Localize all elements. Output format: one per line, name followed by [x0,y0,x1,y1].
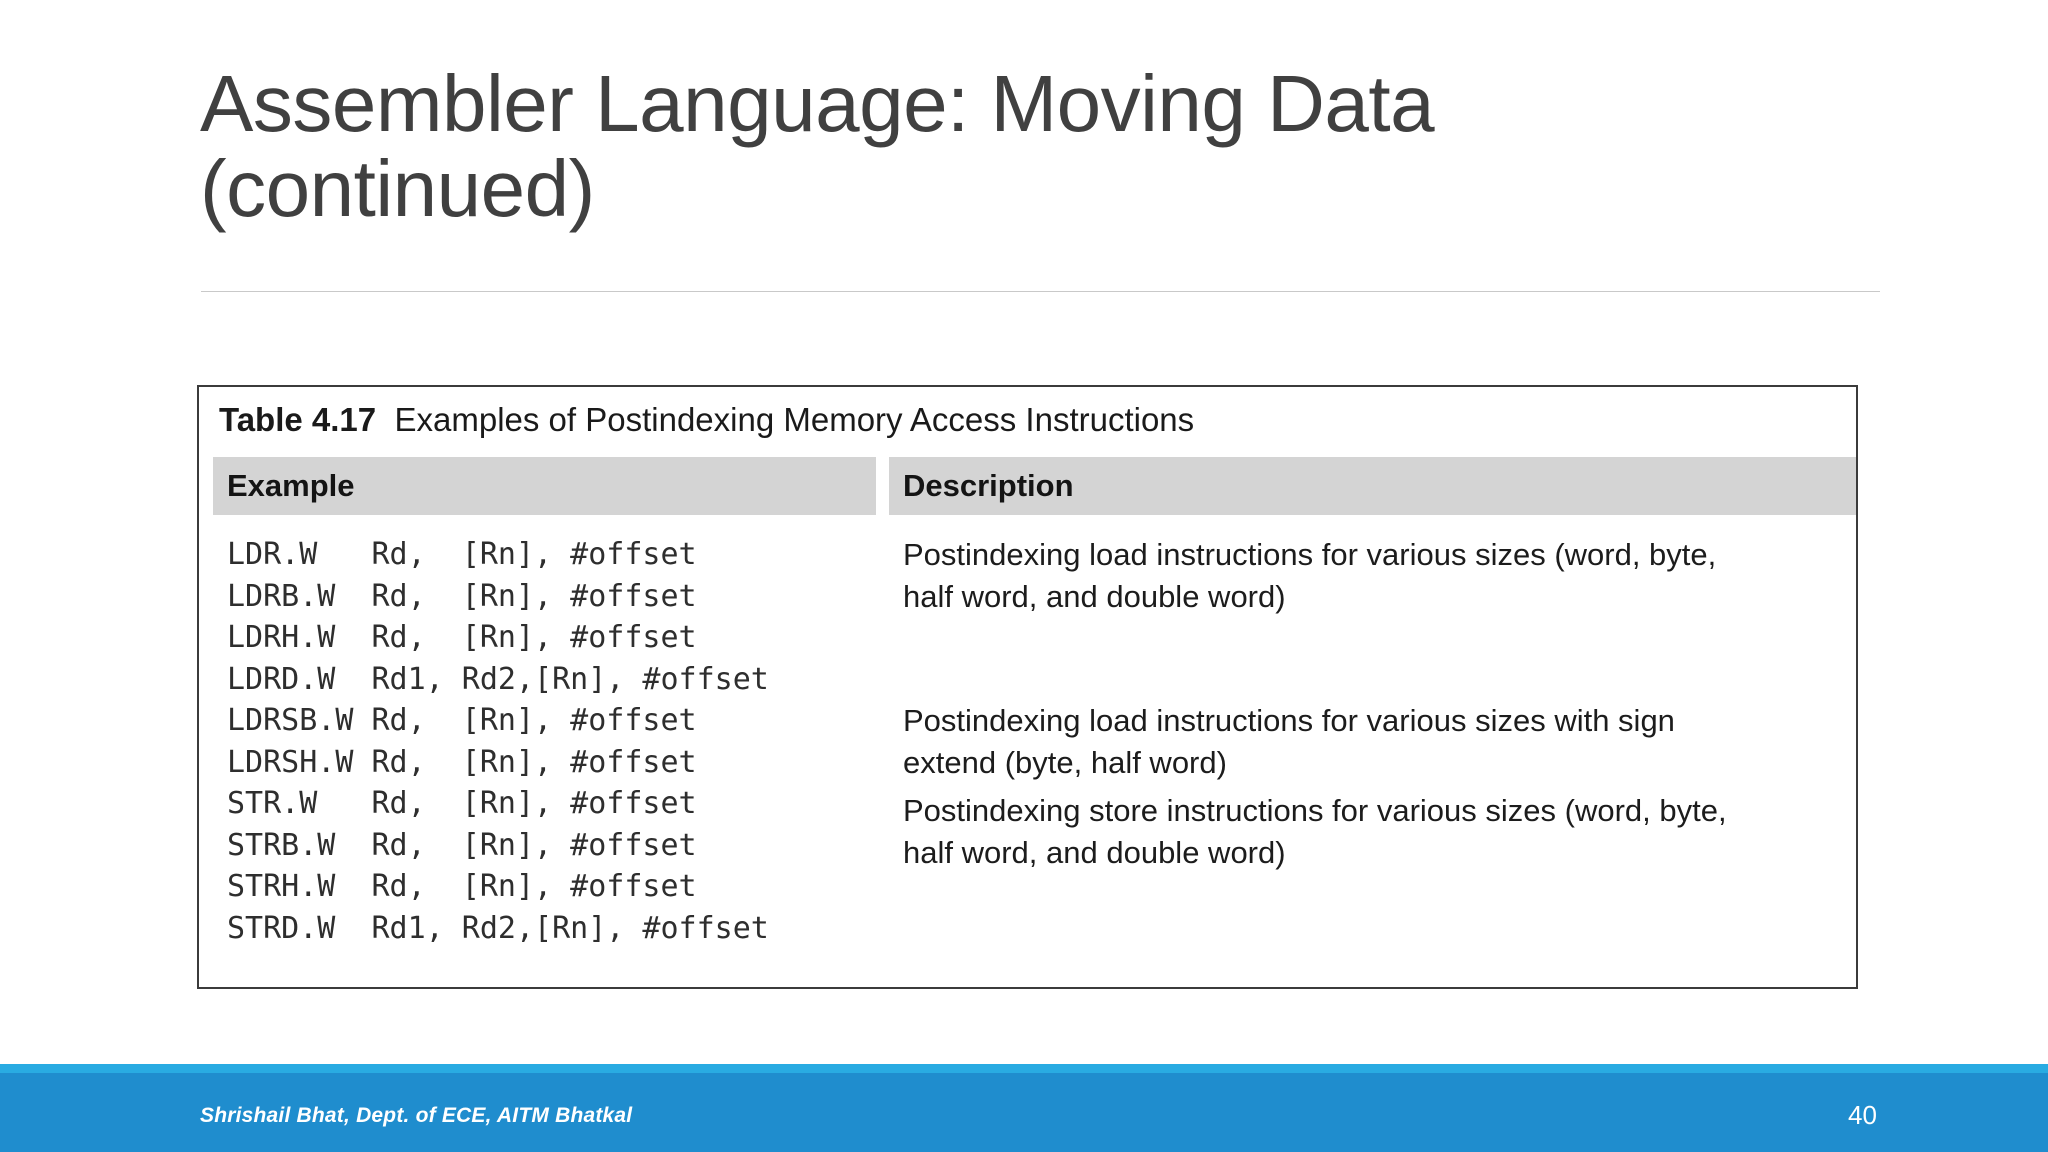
description-column: Postindexing load instructions for vario… [889,520,1846,870]
table-row: STRB.W Rd, [Rn], #offset [227,827,697,863]
table-row: LDRSB.W Rd, [Rn], #offset [227,703,697,738]
description-cell: Postindexing store instructions for vari… [903,793,1727,870]
table-header-row: Example Description [213,457,1856,515]
footer-bar [0,1073,2048,1152]
column-header-description: Description [889,457,1856,515]
table-figure: Table 4.17 Examples of Postindexing Memo… [197,385,1858,989]
table-caption-text: Examples of Postindexing Memory Access I… [394,401,1195,438]
table-row: LDRSH.W Rd, [Rn], #offset [227,744,697,780]
description-cell: Postindexing load instructions for vario… [903,537,1717,614]
table-row: LDRB.W Rd, [Rn], #offset [227,578,697,614]
table-row: STR.W Rd, [Rn], #offset [227,786,697,821]
column-header-description-label: Description [903,468,1074,503]
table-caption: Table 4.17 Examples of Postindexing Memo… [219,401,1194,439]
title-divider [201,291,1880,292]
table-row: LDRD.W Rd1, Rd2,[Rn], #offset [227,661,769,697]
table-row: LDR.W Rd, [Rn], #offset [227,537,697,572]
description-cell: Postindexing load instructions for vario… [903,703,1675,780]
column-header-example: Example [213,457,876,515]
footer-accent-strip [0,1064,2048,1073]
table-row: STRD.W Rd1, Rd2,[Rn], #offset [227,910,769,946]
table-row: LDRH.W Rd, [Rn], #offset [227,620,697,655]
slide-number: 40 [1848,1100,1877,1130]
table-body: LDR.W Rd, [Rn], #offset LDRB.W Rd, [Rn],… [213,520,1856,987]
page-title: Assembler Language: Moving Data (continu… [200,59,1435,233]
example-column: LDR.W Rd, [Rn], #offset LDRB.W Rd, [Rn],… [213,520,876,949]
column-header-example-label: Example [227,468,355,503]
footer-attribution: Shrishail Bhat, Dept. of ECE, AITM Bhatk… [200,1104,633,1127]
table-caption-label: Table 4.17 [219,401,377,438]
table-row: STRH.W Rd, [Rn], #offset [227,869,697,904]
